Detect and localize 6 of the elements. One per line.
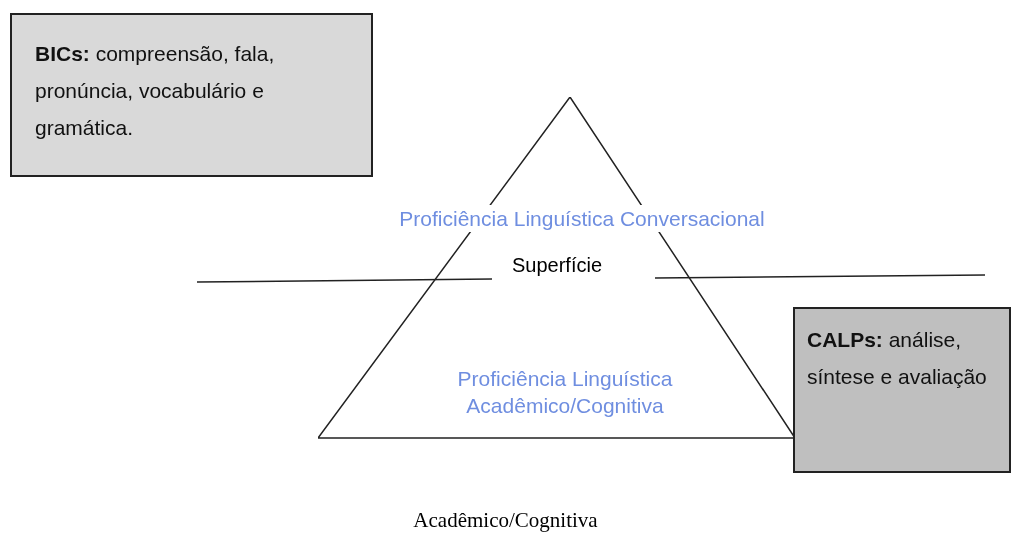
proficiency-label: Proficiência Linguística Conversacional: [399, 205, 765, 232]
note-text: BICs: compreensão, fala, pronúncia, vocabulário e gramática.: [35, 41, 276, 141]
note-text: CALPs: análise, síntese e avaliação: [807, 327, 988, 390]
note-box: [10, 13, 373, 177]
caption: Acadêmico/Cognitiva: [412, 508, 599, 533]
note-box: [793, 307, 1011, 473]
